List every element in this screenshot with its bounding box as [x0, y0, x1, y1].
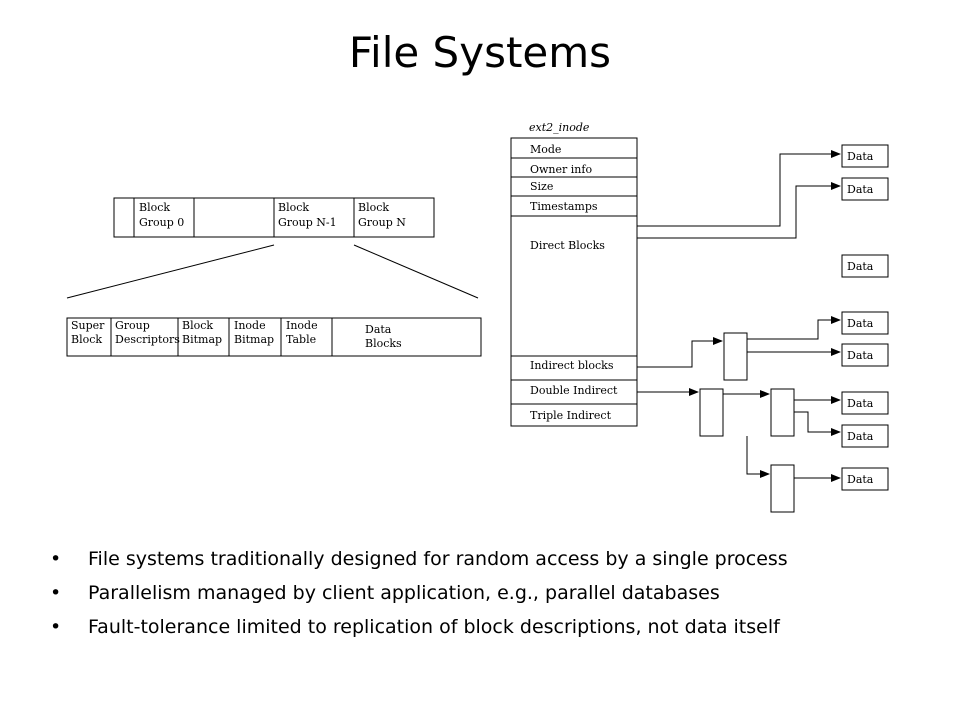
inode-field-timestamps: Timestamps	[530, 200, 598, 213]
slide-title: File Systems	[348, 28, 612, 77]
data-block-label-2: Data	[847, 183, 874, 196]
inode-box	[510, 137, 638, 427]
expand-line-right	[353, 244, 479, 299]
inode-field-direct-blocks: Direct Blocks	[530, 239, 605, 252]
inode-field-indirect-blocks: Indirect blocks	[530, 359, 614, 372]
inode-field-triple-indirect: Triple Indirect	[530, 409, 612, 422]
data-block-label-4: Data	[847, 317, 874, 330]
data-block-label-5: Data	[847, 349, 874, 362]
inode-field-size: Size	[530, 180, 553, 193]
bullet-text: Fault-tolerance limited to replication o…	[88, 616, 780, 638]
inode-field-owner-info: Owner info	[530, 163, 592, 176]
bullet-list: • File systems traditionally designed for…	[48, 542, 948, 644]
data-block-boxes	[841, 144, 889, 491]
data-block-label-7: Data	[847, 430, 874, 443]
data-block-label-8: Data	[847, 473, 874, 486]
bullet-text: File systems traditionally designed for …	[88, 548, 788, 570]
bullet-text: Parallelism managed by client applicatio…	[88, 582, 720, 604]
bullet-dot: •	[50, 616, 62, 638]
bullet-item: • Fault-tolerance limited to replication …	[48, 610, 948, 644]
bullet-dot: •	[50, 548, 62, 570]
expand-line-left	[66, 244, 275, 299]
inode-field-double-indirect: Double Indirect	[530, 384, 618, 397]
data-block-label-6: Data	[847, 397, 874, 410]
pointer-arrows	[637, 150, 841, 482]
indirect-pointer-blocks	[699, 332, 795, 513]
inode-caption: ext2_inode	[529, 121, 590, 134]
block-group-strip	[113, 197, 435, 238]
group-detail-strip	[66, 317, 482, 357]
data-block-label-3: Data	[847, 260, 874, 273]
bullet-item: • File systems traditionally designed for…	[48, 542, 948, 576]
data-block-label-1: Data	[847, 150, 874, 163]
bullet-dot: •	[50, 582, 62, 604]
bullet-item: • Parallelism managed by client applicati…	[48, 576, 948, 610]
inode-field-mode: Mode	[530, 143, 561, 156]
